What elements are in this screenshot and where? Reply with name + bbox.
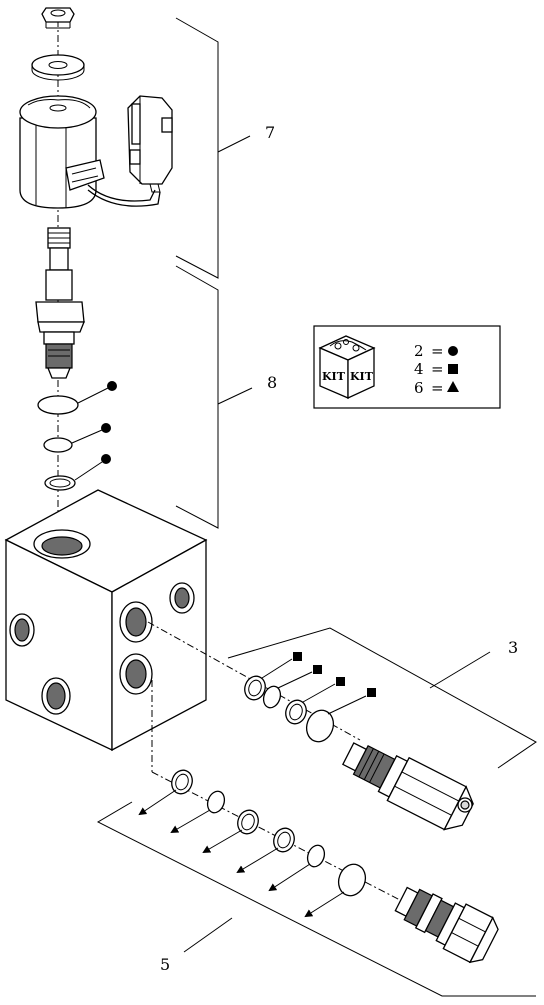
callout-3: 3 xyxy=(508,638,518,657)
kit-row-eq: = xyxy=(431,342,444,360)
kit-label-right: KIT xyxy=(350,370,374,383)
triangle-symbol-icon xyxy=(447,381,459,392)
kit-label-left: KIT xyxy=(322,370,346,383)
upper-cartridge-valve-part xyxy=(341,742,474,831)
valve-block-part xyxy=(4,489,208,752)
circle-symbol-icon xyxy=(448,346,458,356)
lower-cartridge-seals-group xyxy=(138,769,367,918)
callout-7: 7 xyxy=(265,123,275,142)
washer-part xyxy=(31,54,85,81)
bracket-8 xyxy=(175,265,253,529)
lower-cartridge-valve-part xyxy=(394,886,499,964)
upper-cartridge-seals-group xyxy=(244,652,376,743)
stem-seals-group xyxy=(37,381,117,491)
solenoid-coil-part xyxy=(19,95,105,209)
callout-5: 5 xyxy=(160,955,170,974)
wire-connector-part xyxy=(87,95,173,207)
kit-box-icon xyxy=(318,335,376,400)
bracket-5 xyxy=(96,801,536,997)
bracket-3 xyxy=(227,627,537,769)
hex-nut-part xyxy=(41,7,75,29)
kit-row-number: 4 xyxy=(414,360,424,378)
square-symbol-icon xyxy=(448,364,458,374)
kit-legend: KIT KIT 2 = 4 = 6 = xyxy=(313,325,501,409)
kit-row-eq: = xyxy=(431,379,444,397)
callout-8: 8 xyxy=(267,373,277,392)
bracket-7 xyxy=(175,17,251,279)
kit-row-number: 6 xyxy=(414,379,424,397)
kit-row-eq: = xyxy=(431,360,444,378)
kit-row-number: 2 xyxy=(414,342,424,360)
solenoid-stem-part xyxy=(35,227,85,379)
